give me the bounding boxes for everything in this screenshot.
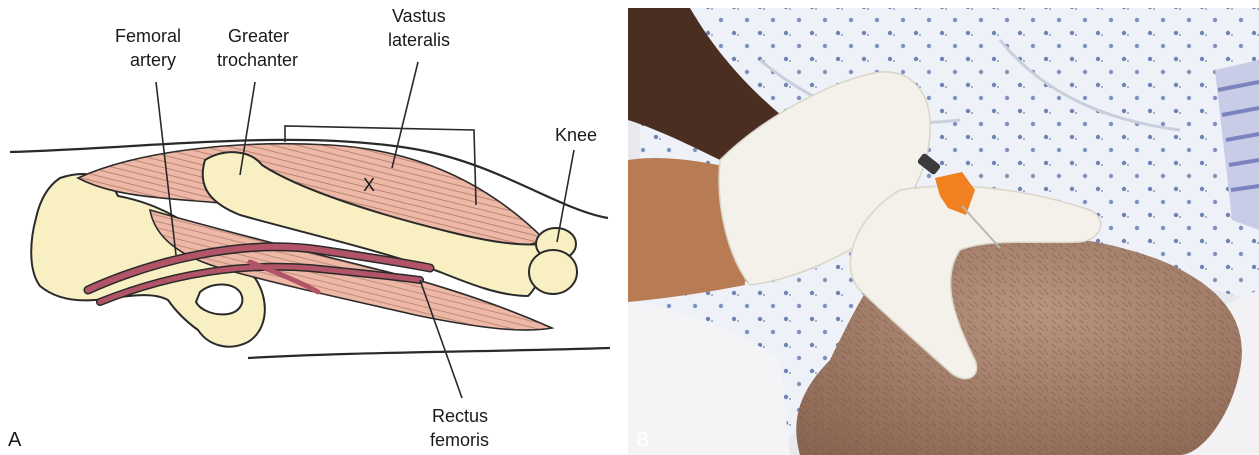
label-femoral-artery-line2: artery: [130, 50, 176, 70]
label-femoral-artery-line1: Femoral: [115, 26, 181, 46]
panel-b-photo: B: [628, 8, 1259, 455]
injection-site-mark: X: [363, 175, 375, 195]
label-greater-trochanter-line2: trochanter: [217, 50, 298, 70]
label-greater-trochanter-line1: Greater: [228, 26, 289, 46]
label-rectus-femoris-line1: Rectus: [432, 406, 488, 426]
label-vastus-lateralis-line2: lateralis: [388, 30, 450, 50]
obturator-foramen: [196, 285, 242, 315]
knee-condyle-lower: [529, 250, 577, 294]
panel-a-illustration: Femoral artery Greater trochanter Vastus…: [8, 6, 610, 451]
panel-b-letter: B: [636, 429, 649, 451]
skin-outline-bottom: [248, 348, 610, 358]
leader-knee: [557, 150, 574, 242]
label-rectus-femoris-line2: femoris: [430, 430, 489, 450]
label-vastus-lateralis-line1: Vastus: [392, 6, 446, 26]
label-knee: Knee: [555, 125, 597, 145]
panel-a-letter: A: [8, 429, 22, 451]
leader-vastus-lateralis: [392, 62, 418, 168]
